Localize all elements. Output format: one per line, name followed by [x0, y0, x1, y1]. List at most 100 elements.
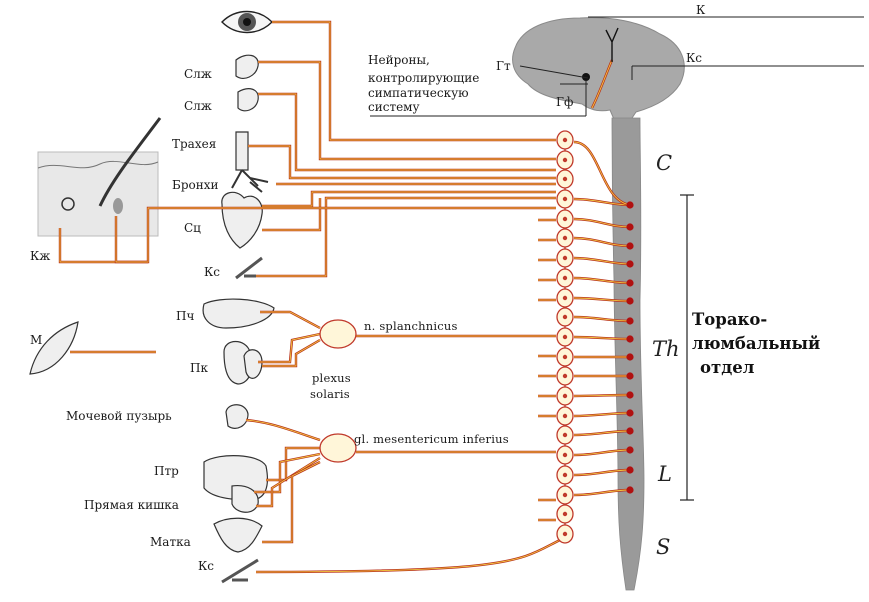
trachea-icon [235, 131, 249, 171]
lateral-horn-dot [626, 317, 634, 325]
svg-text:Прямая кишка: Прямая кишка [84, 498, 179, 512]
lateral-horn-dot [626, 297, 634, 305]
lateral-horn-dot [626, 409, 634, 417]
svg-text:Птр: Птр [154, 464, 179, 478]
svg-text:Кс: Кс [204, 265, 220, 279]
ganglion-cell [562, 354, 568, 360]
eye-icon [221, 10, 273, 34]
ganglion-cell [562, 393, 568, 399]
svg-text:Матка: Матка [150, 535, 191, 549]
nerve-fibre-core [115, 216, 148, 263]
nerve-fibre-core [258, 93, 556, 171]
ganglion-cell [562, 452, 568, 458]
lateral-horn-dot [626, 242, 634, 250]
organs [29, 10, 275, 584]
lateral-horn-dot [626, 446, 634, 454]
svg-text:Кж: Кж [30, 249, 50, 263]
lateral-horn-dot [626, 223, 634, 231]
ganglion-cell [562, 235, 568, 241]
nerve-fibre-core [573, 336, 631, 340]
cortex-neuron-icon [605, 27, 619, 62]
ganglion-cell [562, 295, 568, 301]
ganglion-cell [562, 137, 568, 143]
hypothalamus-dot [582, 73, 590, 81]
nerve-fibre-core [573, 394, 631, 397]
region-title: Торако- люмбальный отдел [692, 308, 820, 380]
nerve-fibre [248, 144, 556, 180]
region-title-line3: отдел [700, 358, 755, 377]
brain [512, 17, 685, 125]
ganglion-cell [562, 531, 568, 537]
ganglion-cell [562, 275, 568, 281]
svg-text:контролирующие: контролирующие [368, 71, 479, 85]
svg-text:Бронхи: Бронхи [172, 178, 219, 192]
nerve-fibre-core [573, 316, 631, 322]
label-plexus: plexus [312, 371, 351, 385]
vessel-icon [221, 558, 259, 584]
region-title-line2: люмбальный [692, 334, 821, 353]
sympathetic-trunk [556, 130, 574, 544]
ganglion-cell [562, 373, 568, 379]
nerve-fibre-core [573, 277, 631, 284]
nerve-fibre [258, 332, 321, 364]
nerve-fibre-core [248, 145, 556, 179]
skin-icon [37, 117, 162, 237]
nerve-fibre-core [573, 489, 631, 496]
celiac-ganglion [319, 319, 357, 349]
rectum-icon [231, 485, 259, 513]
nerve-fibre-core [254, 453, 321, 493]
nerve-fibre [262, 460, 321, 544]
spinal-cord [611, 117, 645, 591]
svg-text:Трахея: Трахея [172, 137, 216, 151]
lateral-horn-dot [626, 391, 634, 399]
nerve-fibre-core [256, 197, 556, 277]
nerve-fibres [58, 20, 631, 574]
segment-thoracic: Th [652, 337, 680, 361]
ganglion-cell [562, 255, 568, 261]
nerve-fibre [245, 418, 321, 442]
inferior-mesenteric-ganglion [319, 433, 357, 463]
nerve-fibre-core [258, 61, 556, 160]
nerve-fibre-core [573, 297, 631, 302]
nerve-fibre [256, 196, 556, 278]
organ-labels: Слж Слж Трахея Бронхи Сц Кс Кж М Пч Пк М… [30, 67, 220, 573]
nerve-fibre-core [573, 257, 631, 265]
brain-and-spinal-cord [370, 16, 864, 591]
vessel-icon [235, 256, 263, 280]
nerve-fibre-core [573, 469, 631, 476]
svg-text:Сц: Сц [184, 221, 201, 235]
ganglion-cell [562, 432, 568, 438]
svg-text:Пк: Пк [190, 361, 208, 375]
lateral-horn-dot [626, 427, 634, 435]
liver-icon [202, 298, 275, 329]
muscle-icon [29, 321, 79, 375]
bladder-icon [225, 404, 249, 429]
nerve-fibre-core [573, 430, 631, 436]
nerve-fibre-core [573, 141, 631, 206]
lateral-horn-dot [626, 201, 634, 209]
nerve-fibre-core [573, 412, 631, 417]
ganglion-cell [562, 216, 568, 222]
ganglion-cell [562, 314, 568, 320]
nerve-fibre-core [255, 539, 561, 573]
svg-text:Кс: Кс [198, 559, 214, 573]
nerve-fibre-core [573, 218, 631, 228]
ganglion-cell [562, 334, 568, 340]
label-solaris: solaris [310, 387, 350, 401]
prevertebral-ganglia [319, 319, 357, 463]
nerve-fibre-core [262, 461, 321, 543]
kidney-icon [243, 349, 263, 379]
lateral-horn-dot [626, 372, 634, 380]
ganglion-cell [562, 196, 568, 202]
nerve-fibre-core [272, 21, 556, 141]
segment-sacral: S [656, 535, 670, 559]
label-splanchnic: n. splanchnicus [364, 319, 458, 333]
nerve-fibre-core [245, 419, 321, 441]
salivary-gland-icon [237, 88, 259, 112]
nerve-fibre-core [262, 339, 321, 367]
svg-text:Слж: Слж [184, 67, 212, 81]
svg-text:Слж: Слж [184, 99, 212, 113]
ganglion-cell [562, 157, 568, 163]
svg-text:систему: систему [368, 100, 420, 114]
lateral-horn-dot [626, 353, 634, 361]
